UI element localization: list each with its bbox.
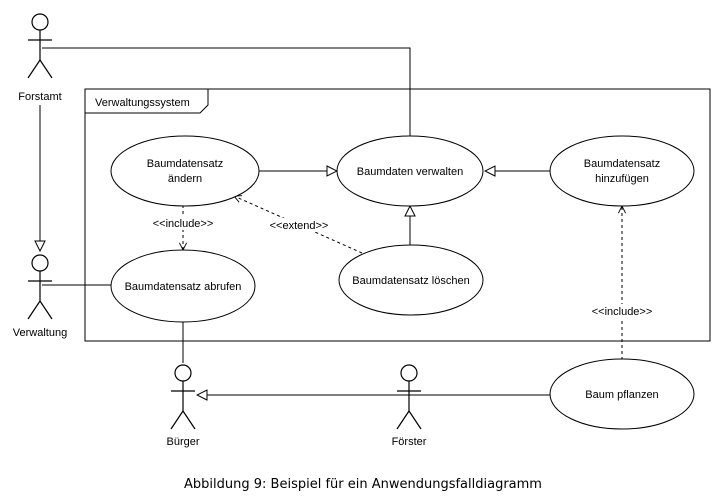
figure-caption: Abbildung 9: Beispiel für ein Anwendungs… <box>184 477 542 492</box>
actor-forstamt-label: Forstamt <box>18 91 61 103</box>
extend-loeschen-aendern <box>234 196 363 254</box>
actor-forstamt <box>27 13 53 79</box>
svg-text:Baumdatensatz löschen: Baumdatensatz löschen <box>352 275 469 287</box>
include-label-1: <<include>> <box>153 218 214 230</box>
use-case-verwalten: Baumdaten verwalten <box>336 135 484 207</box>
actor-foerster <box>396 364 422 430</box>
svg-text:Baumdatensatz abrufen: Baumdatensatz abrufen <box>125 281 242 293</box>
system-name: Verwaltungssystem <box>95 97 190 109</box>
svg-text:Baumdaten verwalten: Baumdaten verwalten <box>357 166 463 178</box>
use-case-hinzufuegen: Baumdatensatz hinzufügen <box>549 135 695 207</box>
use-case-aendern: Baumdatensatz ändern <box>110 135 260 207</box>
actor-buerger <box>170 364 196 430</box>
association-forstamt-verwalten <box>42 47 411 136</box>
svg-text:hinzufügen: hinzufügen <box>595 173 649 185</box>
svg-text:ändern: ändern <box>168 173 202 185</box>
actor-verwaltung <box>27 254 53 320</box>
actor-verwaltung-label: Verwaltung <box>13 327 67 339</box>
actor-foerster-label: Förster <box>392 436 427 448</box>
svg-text:Baum pflanzen: Baum pflanzen <box>585 389 658 401</box>
actor-buerger-label: Bürger <box>166 436 199 448</box>
extend-label: <<extend>> <box>270 220 329 232</box>
use-case-abrufen: Baumdatensatz abrufen <box>110 249 256 323</box>
use-case-loeschen: Baumdatensatz löschen <box>338 244 484 316</box>
include-label-2: <<include>> <box>592 306 653 318</box>
use-case-pflanzen: Baum pflanzen <box>549 358 695 430</box>
svg-text:Baumdatensatz: Baumdatensatz <box>584 158 660 170</box>
svg-text:Baumdatensatz: Baumdatensatz <box>147 158 223 170</box>
connections <box>40 47 622 395</box>
